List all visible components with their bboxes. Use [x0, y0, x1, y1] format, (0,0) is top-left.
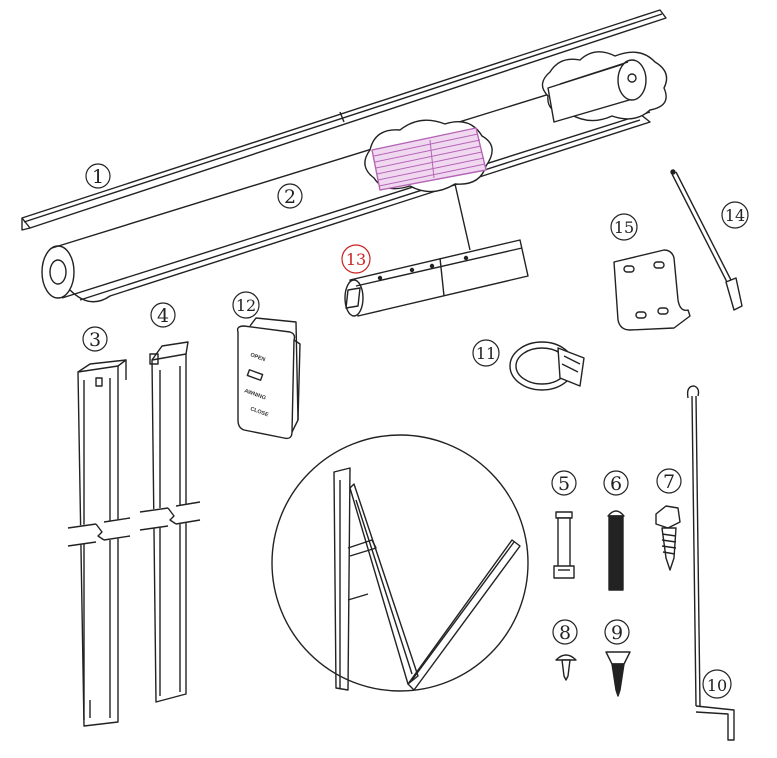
svg-text:2: 2 [284, 186, 296, 208]
part-2-roller-tube [41, 65, 651, 303]
callout-9: 9 [604, 619, 630, 645]
callout-1: 1 [85, 163, 111, 189]
svg-text:15: 15 [614, 218, 634, 237]
svg-text:1: 1 [92, 166, 104, 188]
callout-12: 12 [232, 291, 260, 319]
svg-text:10: 10 [707, 676, 727, 695]
label-open: OPEN [249, 352, 266, 363]
part-15-bracket [613, 249, 691, 331]
callout-6: 6 [603, 470, 629, 496]
part-3-arm [67, 359, 131, 727]
callouts: 1 2 3 4 5 6 7 8 9 10 11 12 13 14 15 [82, 163, 749, 699]
callout-10: 10 [702, 669, 732, 699]
part-9-countersunk-screw [605, 651, 631, 697]
callout-5: 5 [551, 470, 577, 496]
callout-3: 3 [82, 326, 108, 352]
callout-8: 8 [552, 619, 578, 645]
svg-text:13: 13 [346, 250, 366, 269]
callout-2: 2 [277, 183, 303, 209]
svg-text:4: 4 [157, 305, 169, 327]
callout-7: 7 [656, 468, 682, 494]
part-8-small-screw [555, 654, 577, 681]
svg-text:11: 11 [476, 344, 496, 363]
svg-text:12: 12 [236, 296, 256, 315]
svg-text:9: 9 [611, 622, 623, 644]
part-10-pull-rod [686, 385, 735, 741]
part-11-clamp [509, 341, 585, 391]
svg-text:7: 7 [663, 471, 675, 493]
svg-text:14: 14 [725, 206, 745, 225]
callout-4: 4 [150, 302, 176, 328]
part-1-rail [21, 9, 667, 231]
arm-detail-circle [271, 434, 529, 692]
svg-text:6: 6 [610, 473, 622, 495]
tube-section-detail [364, 119, 493, 251]
callout-13: 13 [341, 244, 371, 274]
part-5-bolt [553, 511, 575, 579]
svg-text:8: 8 [559, 622, 571, 644]
part-6-screw [607, 510, 625, 591]
callout-14: 14 [721, 201, 749, 229]
svg-text:3: 3 [89, 329, 101, 351]
end-cap-detail [541, 51, 668, 123]
part-13-tube-section [344, 239, 529, 317]
part-14-rod [670, 169, 743, 311]
callout-11: 11 [472, 339, 500, 367]
callout-15: 15 [610, 213, 638, 241]
part-4-arm [139, 341, 201, 703]
svg-text:5: 5 [558, 473, 570, 495]
part-7-lag-screw [655, 505, 681, 571]
part-12-switch [236, 317, 301, 440]
